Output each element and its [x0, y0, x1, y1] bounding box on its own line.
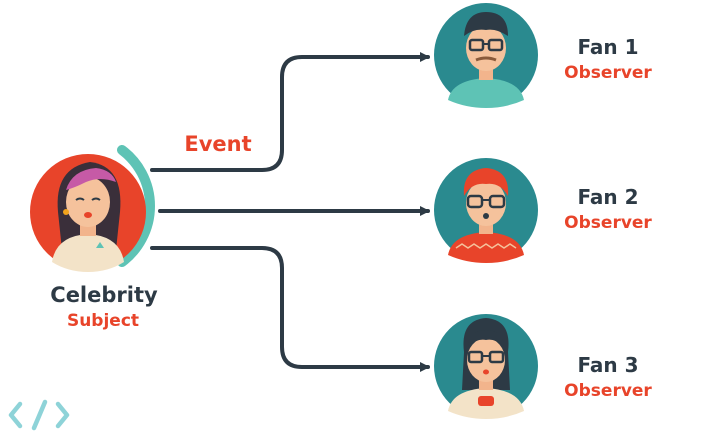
fan-1-avatar	[434, 3, 538, 108]
connector-to-fan-1	[150, 52, 430, 172]
fan-1-name: Fan 1	[577, 35, 638, 59]
fan-3-name: Fan 3	[577, 353, 638, 377]
subject-role: Subject	[67, 311, 139, 331]
fan-3-role: Observer	[564, 381, 652, 401]
fan-3-avatar	[434, 314, 538, 419]
subject-arc	[117, 145, 155, 267]
fan-2-name: Fan 2	[577, 185, 638, 209]
fan-2-avatar	[434, 158, 538, 263]
fan-2-role: Observer	[564, 213, 652, 233]
subject-name: Celebrity	[50, 283, 158, 307]
celebrity-avatar	[30, 154, 146, 272]
fan-1-role: Observer	[564, 63, 652, 83]
connector-to-fan-3	[150, 246, 430, 372]
event-label: Event	[184, 132, 251, 156]
code-brackets-icon	[8, 399, 70, 431]
